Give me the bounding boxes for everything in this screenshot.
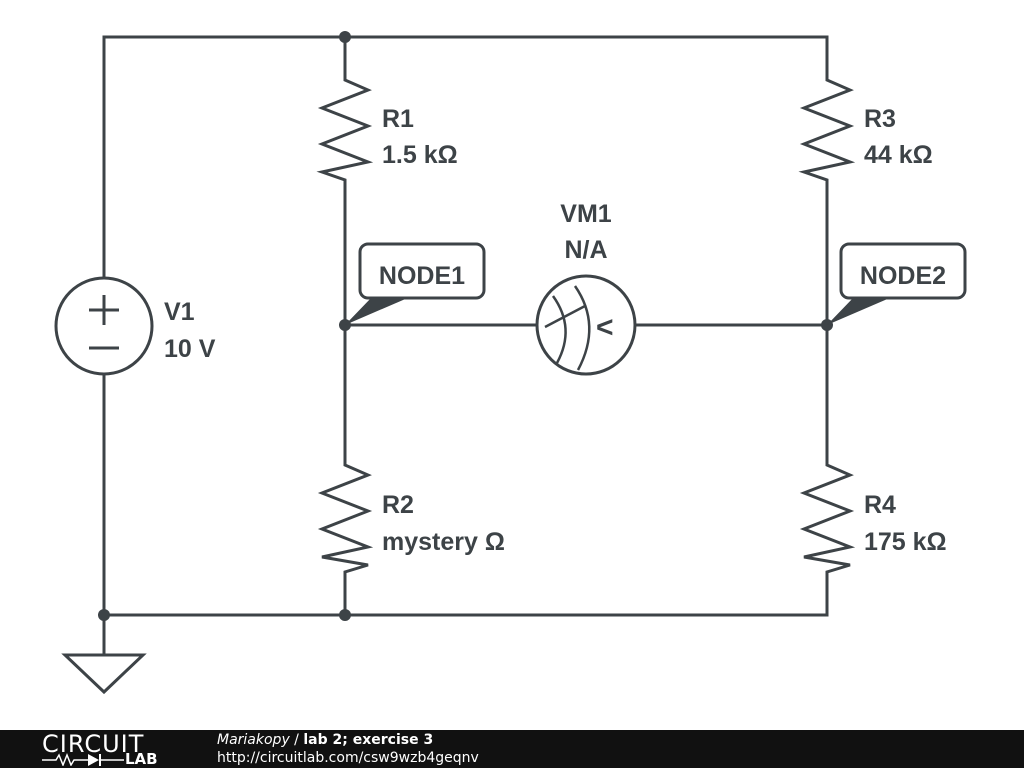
- voltmeter-needle: [544, 304, 586, 329]
- resistor-r4-name: R4: [864, 491, 896, 519]
- junction-top: [339, 31, 351, 43]
- circuit-schematic: R1 1.5 kΩ R2 mystery Ω R3 44 kΩ R4 175 k…: [54, 31, 967, 695]
- node2-pointer: [827, 297, 892, 325]
- node2-tag-text: NODE2: [860, 262, 946, 290]
- resistor-r4-zigzag: [799, 463, 856, 578]
- wire-top: [102, 35, 829, 280]
- node-label-node1[interactable]: NODE1: [345, 242, 486, 325]
- resistor-r2-value: mystery Ω: [382, 528, 505, 556]
- voltmeter-name: VM1: [560, 200, 612, 228]
- junction-bottom-left: [98, 609, 110, 621]
- ground-icon: [61, 653, 147, 695]
- voltage-source-v1[interactable]: V1 10 V: [54, 276, 216, 376]
- node1-tag-box: [358, 242, 486, 300]
- logo-word: CIRCUIT: [42, 730, 145, 758]
- junction-bottom-r2: [339, 609, 351, 621]
- footer-bar: CIRCUIT LAB Mariakopy / lab 2; exercise …: [0, 730, 1024, 768]
- voltmeter-arc-2: [573, 285, 591, 371]
- resistor-r3[interactable]: R3 44 kΩ: [798, 72, 933, 187]
- node1-pointer: [345, 297, 410, 325]
- resistor-r1-value: 1.5 kΩ: [382, 141, 458, 169]
- resistor-r3-zigzag: [798, 72, 856, 187]
- resistor-r4[interactable]: R4 175 kΩ: [799, 463, 947, 578]
- resistor-r2-zigzag: [317, 463, 374, 578]
- voltmeter-value: N/A: [564, 236, 607, 264]
- resistor-r2-name: R2: [382, 491, 414, 519]
- wire-bottom: [102, 372, 829, 617]
- voltage-source-name: V1: [164, 298, 195, 326]
- author-link[interactable]: Mariakopy: [217, 732, 290, 748]
- resistor-r3-name: R3: [864, 105, 896, 133]
- circuit-meta: Mariakopy / lab 2; exercise 3 http://cir…: [217, 731, 479, 767]
- resistor-r2[interactable]: R2 mystery Ω: [317, 463, 505, 578]
- circuitlab-logo[interactable]: CIRCUIT LAB: [42, 730, 177, 768]
- node1-tag-text: NODE1: [379, 262, 465, 290]
- circuit-title[interactable]: lab 2; exercise 3: [303, 732, 434, 748]
- resistor-r1-zigzag: [316, 72, 374, 187]
- logo-lab: LAB: [125, 750, 158, 768]
- voltmeter-arc-1: [551, 295, 567, 364]
- separator: /: [289, 732, 304, 748]
- resistor-r3-value: 44 kΩ: [864, 141, 933, 169]
- voltmeter-vm1[interactable]: < VM1 N/A: [535, 200, 637, 376]
- resistor-diode-logo-icon: [42, 752, 124, 766]
- node2-tag-box: [839, 242, 967, 300]
- circuit-url[interactable]: http://circuitlab.com/csw9wzb4geqnv: [217, 750, 479, 766]
- resistor-r4-value: 175 kΩ: [864, 528, 947, 556]
- node-label-node2[interactable]: NODE2: [827, 242, 967, 325]
- voltmeter-symbol-v: <: [596, 311, 614, 344]
- voltage-source-circle: [54, 276, 154, 376]
- wires: [102, 35, 829, 657]
- resistor-r1-name: R1: [382, 105, 414, 133]
- voltage-source-value: 10 V: [164, 335, 216, 363]
- resistor-r1[interactable]: R1 1.5 kΩ: [316, 72, 458, 187]
- voltmeter-circle: [535, 274, 637, 376]
